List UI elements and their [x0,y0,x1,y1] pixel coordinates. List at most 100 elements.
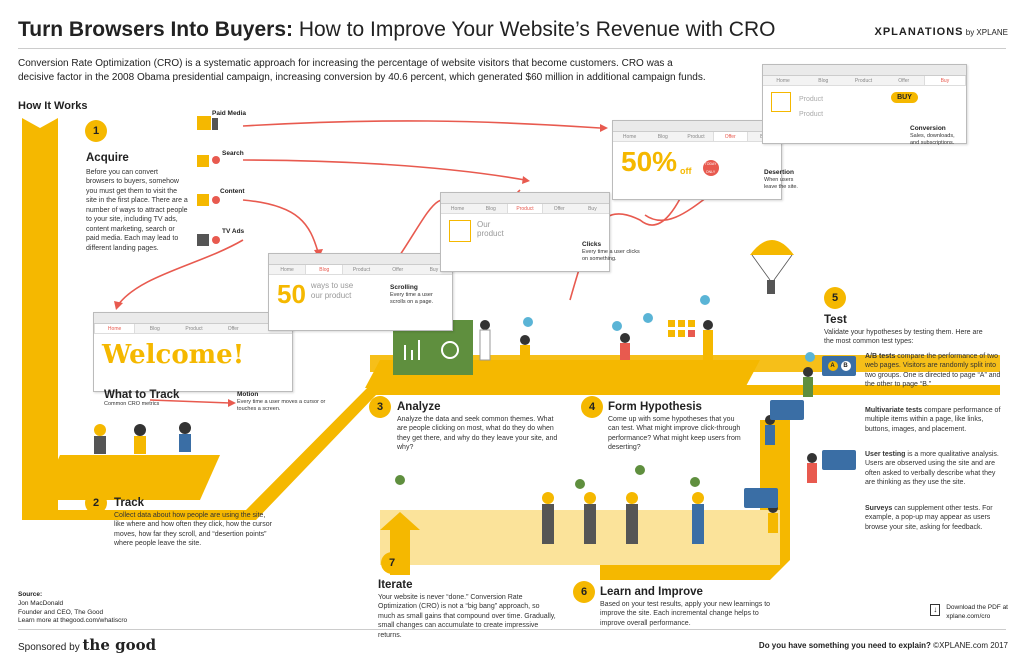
metric-clicks-text: Every time a user clicks on something. [582,249,640,263]
tab-offer[interactable]: Offer [712,132,748,141]
ab-label-a: A [827,361,838,371]
step-6-number: 6 [573,581,595,603]
metric-motion-title: Motion [237,391,259,398]
step-3-number: 3 [369,396,391,418]
brand-logo: XPLANATIONS by XPLANE [874,26,1009,38]
product-text: Our product [477,220,504,238]
offer-percent: 50% [621,146,678,177]
check-icons [395,465,700,489]
metric-conversion-title: Conversion [910,125,946,132]
browser-buy: Home Blog Product Offer Buy Product Prod… [762,64,967,144]
sticky-notes [668,320,695,337]
track-floor [40,455,220,500]
metric-conversion-text: Sales, downloads, and subscriptions. [910,133,955,147]
step-3-title: Analyze [397,401,441,413]
footer-copyright: Do you have something you need to explai… [758,641,1008,650]
welcome-headline: Welcome! [102,340,245,370]
step-7-text: Your website is never “done.” Conversion… [378,594,556,639]
channel-search: Search [222,150,244,157]
tab-home[interactable]: Home [94,324,136,333]
parachute-icon [750,240,794,294]
user-testing-monitor [822,450,856,470]
tab-home[interactable]: Home [280,267,294,273]
intro-text: Conversion Rate Optimization (CRO) is a … [18,58,706,83]
browser-tabs: Home Blog Product Offer Buy [94,324,292,334]
step-1-number: 1 [85,120,107,142]
test-user-testing: User testing is a more qualitative analy… [865,451,999,487]
tab-product[interactable]: Product [854,78,873,84]
browser-blog: Home Blog Product Offer Buy 50 ways to u… [268,253,453,331]
step-7-title: Iterate [378,579,413,591]
ab-monitor: A B [822,356,856,376]
tab-product[interactable]: Product [185,326,203,332]
multivariate-monitor [770,400,804,420]
tab-offer[interactable]: Offer [227,326,239,332]
today-only-badge: TODAY ONLY [702,160,719,176]
step-5-number: 5 [824,287,846,309]
tab-blog[interactable]: Blog [305,265,344,274]
tab-blog[interactable]: Blog [818,78,829,84]
metric-desertion-title: Desertion [764,169,794,176]
tab-blog[interactable]: Blog [657,134,668,140]
channel-paid-media: Paid Media [212,110,246,117]
step-5-text: Validate your hypotheses by testing them… [824,329,983,346]
section-heading: How It Works [18,100,88,112]
people-figures [94,320,817,544]
page-title: Turn Browsers Into Buyers: How to Improv… [18,18,776,41]
buy-row-product: Product [799,111,824,119]
tab-home[interactable]: Home [622,134,637,140]
tab-buy[interactable]: Buy [923,76,967,85]
step-4-number: 4 [581,396,603,418]
step-2-number: 2 [85,492,107,514]
product-box-icon [449,220,471,242]
surveys-monitor [744,488,778,508]
step-3-text: Analyze the data and seek common themes.… [397,416,558,452]
question-icons [523,295,815,362]
download-icon: ↓ [930,604,941,616]
browser-titlebar [269,254,452,265]
tab-blog[interactable]: Blog [485,206,496,212]
tab-product[interactable]: Product [352,267,371,273]
browser-tabs: Home Blog Product Offer Buy [269,265,452,275]
tab-blog[interactable]: Blog [149,326,160,332]
board-chart-icons [404,340,459,360]
browser-titlebar [613,121,781,132]
tab-home[interactable]: Home [450,206,465,212]
test-surveys: Surveys can supplement other tests. For … [865,505,993,531]
tab-product[interactable]: Product [687,134,705,140]
metric-motion-text: Every time a user moves a cursor or touc… [237,399,326,413]
browser-titlebar [763,65,966,76]
ab-label-b: B [840,361,851,371]
download-link[interactable]: ↓ Download the PDF at xplane.com/cro [930,604,1008,622]
browser-tabs: Home Blog Product Offer Buy [613,132,781,142]
what-to-track-title: What to Track [104,389,180,401]
header-divider [18,48,1006,49]
tab-offer[interactable]: Offer [553,206,565,212]
browser-tabs: Home Blog Product Offer Buy [441,204,609,214]
source-credit: Source: Jon MacDonald Founder and CEO, T… [18,591,128,625]
metric-clicks-title: Clicks [582,241,602,248]
tab-offer[interactable]: Offer [392,267,404,273]
test-ab: A/B tests compare the performance of two… [865,353,1001,389]
buy-row-product: Product [799,96,824,103]
tab-offer[interactable]: Offer [898,78,910,84]
step-7-number: 7 [381,552,403,574]
browser-home: Home Blog Product Offer Buy Welcome! [93,312,293,392]
tab-product[interactable]: Product [507,204,543,213]
blog-big-number: 50 [277,279,306,309]
metric-scrolling-title: Scrolling [390,284,418,291]
tab-home[interactable]: Home [776,78,790,84]
step-2-text: Collect data about how people are using … [114,512,272,548]
channel-icons [197,116,220,246]
step-2-title: Track [114,497,145,509]
buy-button[interactable]: BUY [891,92,918,103]
tab-buy[interactable]: Buy [429,267,439,273]
buy-box-icon [771,92,791,112]
what-to-track-sub: Common CRO metrics [104,401,160,407]
browser-offer: Home Blog Product Offer Buy 50% off TODA… [612,120,782,200]
browser-titlebar [94,313,292,324]
tab-buy[interactable]: Buy [588,206,597,212]
offer-off: off [680,166,692,176]
browser-product: Home Blog Product Offer Buy Our product [440,192,610,272]
step-4-title: Form Hypothesis [608,401,702,413]
